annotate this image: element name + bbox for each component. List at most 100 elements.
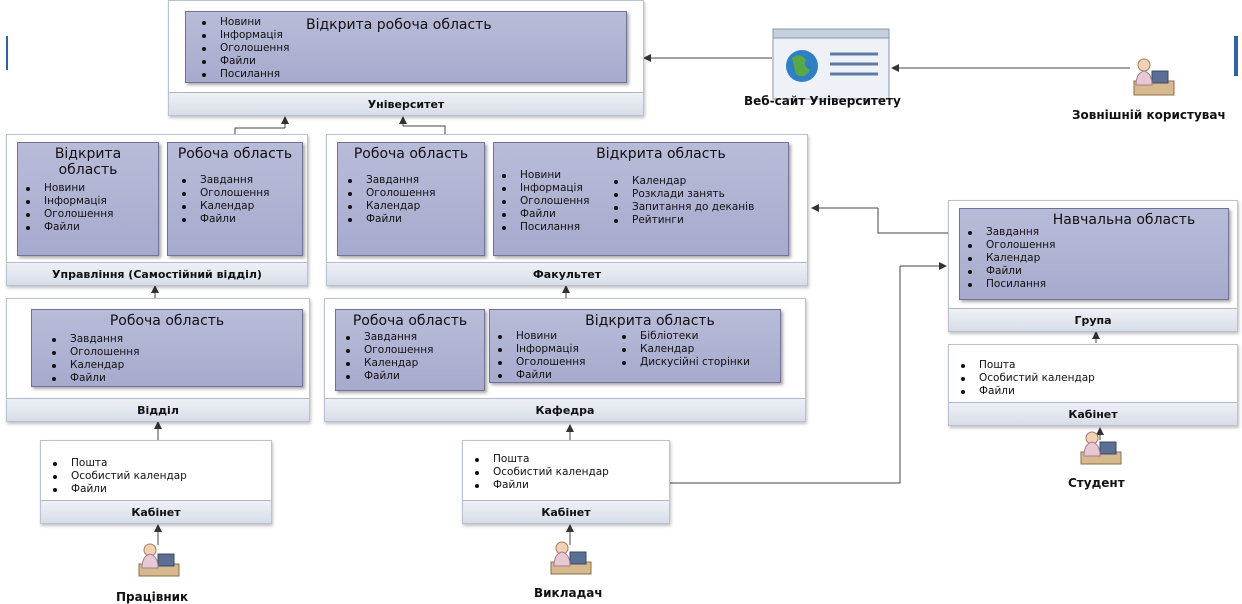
accent-bar-left [6,36,8,70]
list-item: Оголошення [44,346,302,359]
cabinet-worker-panel: Пошта Особистий календар Файли Кабінет [40,440,272,524]
list-item: Файли [174,213,302,226]
external-user-label: Зовнішній користувач [1072,108,1226,122]
list-item: Оголошення [194,42,289,55]
chair-panel: Робоча область Завдання Оголошення Кален… [324,298,806,422]
list-item: Новини [494,169,589,182]
faculty-open-area-list-1: Новини Інформація Оголошення Файли Посил… [494,169,589,234]
list-item: Запитання до деканів [606,201,754,214]
chair-work-area-title: Робоча область [352,313,468,329]
list-item: Пошта [463,453,669,466]
university-panel: Відкрита робоча область Новини Інформаці… [168,0,644,116]
management-footer: Управління (Самостійний відділ) [7,262,307,285]
management-open-area-list: Новини Інформація Оголошення Файли [18,182,158,234]
list-item: Завдання [174,174,302,187]
chair-work-area-list: Завдання Оголошення Календар Файли [338,331,484,383]
department-work-area: Робоча область Завдання Оголошення Кален… [31,309,303,387]
website-label: Веб-сайт Університету [744,94,901,108]
list-item: Календар [960,252,1228,265]
cabinet-student-footer: Кабінет [949,402,1237,425]
faculty-open-area-title: Відкрита область [596,146,726,162]
list-item: Рейтинги [606,214,754,227]
department-work-area-list: Завдання Оголошення Календар Файли [44,333,302,385]
student-user-icon [1078,430,1124,468]
teacher-label: Викладач [534,586,603,600]
worker-label: Працівник [116,590,189,604]
cabinet-worker-footer: Кабінет [41,500,271,523]
list-item: Календар [44,359,302,372]
list-item: Особистий календар [463,466,669,479]
cabinet-student-panel: Пошта Особистий календар Файли Кабінет [948,344,1238,426]
faculty-panel: Робоча область Завдання Оголошення Кален… [326,134,808,286]
list-item: Оголошення [960,239,1228,252]
chair-open-area: Відкрита область Новини Інформація Оголо… [489,309,781,383]
list-item: Календар [614,343,750,356]
list-item: Новини [194,16,289,29]
chair-open-area-title: Відкрита область [585,313,715,329]
list-item: Посилання [494,221,589,234]
external-user-icon [1130,55,1178,99]
list-item: Файли [18,221,158,234]
list-item: Завдання [338,331,484,344]
list-item: Календар [338,357,484,370]
list-item: Файли [490,369,585,382]
list-item: Завдання [340,174,484,187]
list-item: Файли [949,385,1237,398]
student-label: Студент [1068,476,1125,490]
management-open-area-title: Відкрита область [54,146,122,178]
list-item: Особистий календар [949,372,1237,385]
management-work-area-list: Завдання Оголошення Календар Файли [174,174,302,226]
list-item: Файли [960,265,1228,278]
management-work-area-title: Робоча область [177,146,293,162]
list-item: Новини [18,182,158,195]
cabinet-teacher-footer: Кабінет [463,500,669,523]
list-item: Файли [463,479,669,492]
list-item: Посилання [194,68,289,81]
group-study-area-list: Завдання Оголошення Календар Файли Посил… [960,226,1228,291]
university-open-area: Відкрита робоча область Новини Інформаці… [185,11,627,83]
faculty-open-area-list-2: Календар Розклади занять Запитання до де… [606,175,754,227]
list-item: Завдання [960,226,1228,239]
department-panel: Робоча область Завдання Оголошення Кален… [6,298,310,422]
group-footer: Група [949,308,1237,331]
faculty-open-area: Відкрита область Новини Інформація Оголо… [493,142,789,256]
list-item: Оголошення [494,195,589,208]
list-item: Пошта [41,457,271,470]
chair-work-area: Робоча область Завдання Оголошення Кален… [335,309,485,391]
list-item: Завдання [44,333,302,346]
list-item: Оголошення [18,208,158,221]
faculty-work-area-list: Завдання Оголошення Календар Файли [340,174,484,226]
faculty-work-area: Робоча область Завдання Оголошення Кален… [337,142,485,256]
group-study-area-title: Навчальна область [1052,212,1196,228]
list-item: Дискусійні сторінки [614,356,750,369]
cabinet-teacher-list: Пошта Особистий календар Файли [463,453,669,492]
group-panel: Навчальна область Завдання Оголошення Ка… [948,200,1238,332]
list-item: Бібліотеки [614,330,750,343]
arrow-teacher-to-group [670,266,901,484]
list-item: Інформація [490,343,585,356]
university-footer: Університет [169,92,643,115]
department-footer: Відділ [7,398,309,421]
university-open-area-title: Відкрита робоча область [306,17,492,33]
chair-open-area-list-1: Новини Інформація Оголошення Файли [490,330,585,382]
faculty-footer: Факультет [327,262,807,285]
university-open-area-list: Новини Інформація Оголошення Файли Посил… [194,16,289,81]
list-item: Оголошення [340,187,484,200]
list-item: Файли [338,370,484,383]
list-item: Файли [494,208,589,221]
teacher-user-icon [548,540,594,578]
list-item: Посилання [960,278,1228,291]
group-study-area: Навчальна область Завдання Оголошення Ка… [959,208,1229,300]
cabinet-student-list: Пошта Особистий календар Файли [949,359,1237,398]
list-item: Інформація [494,182,589,195]
list-item: Оголошення [174,187,302,200]
list-item: Файли [194,55,289,68]
list-item: Календар [606,175,754,188]
list-item: Файли [41,483,271,496]
list-item: Особистий календар [41,470,271,483]
list-item: Пошта [949,359,1237,372]
arrow-group-to-faculty [877,208,948,234]
management-open-area: Відкрита область Новини Інформація Оголо… [17,142,159,256]
website-icon [772,28,890,100]
